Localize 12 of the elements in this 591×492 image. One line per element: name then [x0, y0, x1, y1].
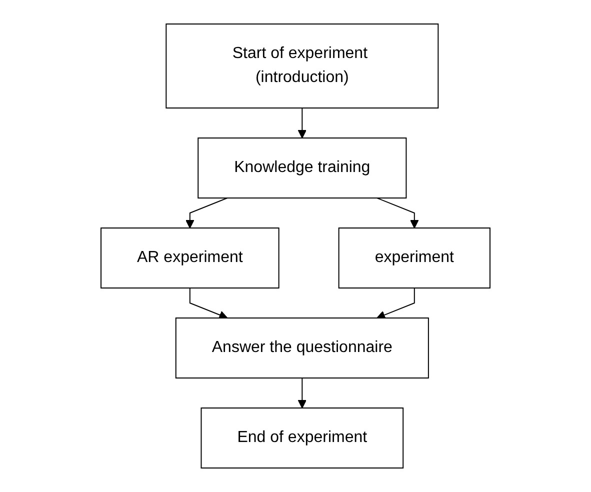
arrow	[298, 108, 307, 138]
arrow	[376, 288, 415, 320]
node-box: AR experiment	[100, 228, 280, 288]
node-box: Knowledge training	[198, 138, 407, 198]
node-box: Start of experiment (introduction)	[166, 24, 439, 108]
node-box: experiment	[338, 228, 490, 288]
arrow	[298, 378, 307, 408]
arrow	[189, 288, 228, 320]
arrow	[186, 198, 228, 228]
arrow	[376, 198, 419, 228]
node-box: End of experiment	[200, 408, 404, 468]
node-box: Answer the questionnaire	[175, 318, 429, 378]
